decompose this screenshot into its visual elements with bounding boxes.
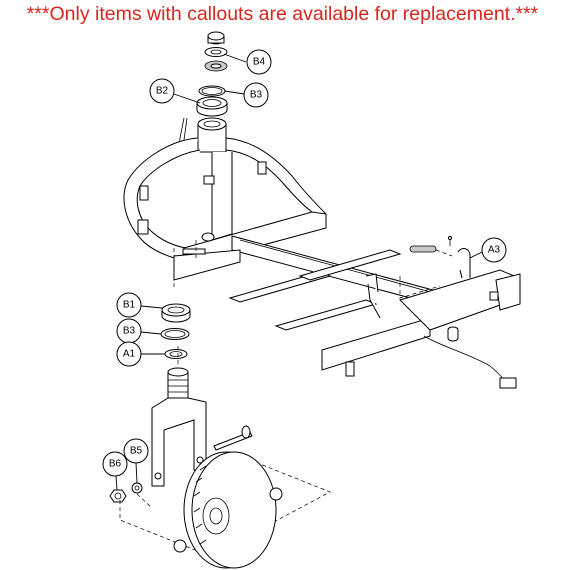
callout-a1: A1 xyxy=(123,349,136,360)
callout-b5: B5 xyxy=(130,446,143,457)
callout-b4: B4 xyxy=(253,57,266,68)
top-nut-and-washers xyxy=(204,31,228,72)
top-bearing-cup xyxy=(196,96,228,117)
assembly-guide-lines xyxy=(119,240,453,557)
caster-wheel xyxy=(173,451,283,569)
lower-bearing-ring xyxy=(160,328,190,340)
lower-bearing-race xyxy=(164,349,188,359)
axle-nut xyxy=(109,489,127,503)
top-bearing-ring xyxy=(198,85,226,97)
main-frame xyxy=(123,117,471,331)
callout-b6: B6 xyxy=(109,459,122,470)
axle-washer xyxy=(131,482,143,494)
callouts: B4 B2 B3 A3 B1 B3 A1 B6 B5 xyxy=(102,49,507,491)
rear-bracket-assembly xyxy=(321,236,521,389)
caster-fork xyxy=(151,367,253,487)
lower-bearing-cup xyxy=(161,303,191,323)
callout-b1: B1 xyxy=(123,300,136,311)
callout-a3: A3 xyxy=(488,245,501,256)
callout-b3-top: B3 xyxy=(250,90,263,101)
replacement-notice: ***Only items with callouts are availabl… xyxy=(26,3,539,25)
callout-b3-bottom: B3 xyxy=(123,326,136,337)
callout-b2: B2 xyxy=(156,86,169,97)
